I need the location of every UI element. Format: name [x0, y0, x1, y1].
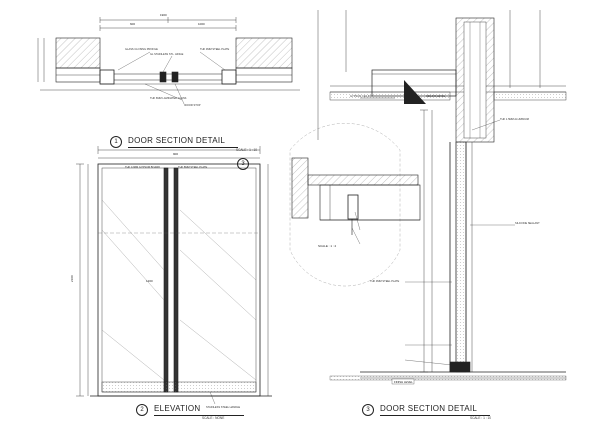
section-1-title: DOOR SECTION DETAIL [128, 136, 226, 145]
dim-1200: 1200 [146, 279, 153, 283]
note-1: GLASS CLOSING PROFILE [125, 47, 158, 51]
note-8: STAINLESS STEEL HANDLE [206, 405, 240, 409]
note-6: THK 8MM STEEL PLATE [178, 165, 208, 169]
dim-900: 900 [173, 152, 178, 156]
dim-right: 1000 [198, 22, 205, 26]
vertical-section-3 [317, 10, 567, 381]
note-2: GL STAINLESS STL. HINGE [150, 52, 184, 56]
elevation-scale: SCALE : NONE [202, 416, 225, 420]
note-10: THK 1.5MM ALUMINIUM [500, 117, 529, 121]
section-3-number: 3 [362, 404, 374, 416]
note-3: THK 3MM STEEL PLATE [200, 47, 230, 51]
annotation-notes: GLASS CLOSING PROFILE GL STAINLESS STL. … [125, 47, 540, 409]
note-9: GYPSUM CEILING [350, 94, 372, 98]
plan-section-1 [37, 17, 300, 107]
section-3-scale: SCALE : 1 : 10 [470, 416, 492, 420]
section-3-title: DOOR SECTION DETAIL [380, 404, 478, 413]
dim-left: 600 [130, 22, 135, 26]
detail-scale: SCALE : 1 : 2 [318, 244, 337, 248]
section-1-scale: SCALE : 1 : 10 [236, 148, 258, 152]
callout-3-marker: 3 [237, 158, 249, 170]
dimension-labels: 1900 600 1000 900 2100 1200 [70, 13, 205, 283]
note-12: THK 3MM STEEL PLATE [370, 279, 400, 283]
detail-zoom [289, 123, 421, 287]
elevation-underline [154, 415, 244, 416]
dim-2100: 2100 [70, 275, 74, 282]
level-tag: FINISH LEVEL [394, 380, 413, 384]
note-5: DOOR STOP [185, 103, 201, 107]
note-7: THK 12MM GYPSUM BOARD [125, 165, 160, 169]
door-elevation-2 [76, 146, 272, 405]
elevation-number: 2 [136, 404, 148, 416]
section-1-number: 1 [110, 136, 122, 148]
elevation-title: ELEVATION [154, 404, 201, 413]
section-3-underline [380, 415, 490, 416]
dim-top: 1900 [160, 13, 167, 17]
note-13: CEILING LEVEL [426, 94, 446, 98]
note-11: SILICONE SEALANT [515, 221, 540, 225]
section-1-underline [128, 147, 238, 148]
note-4: THK 6MM LAMINATED GLASS [150, 96, 187, 100]
level-tag-box [391, 378, 415, 385]
